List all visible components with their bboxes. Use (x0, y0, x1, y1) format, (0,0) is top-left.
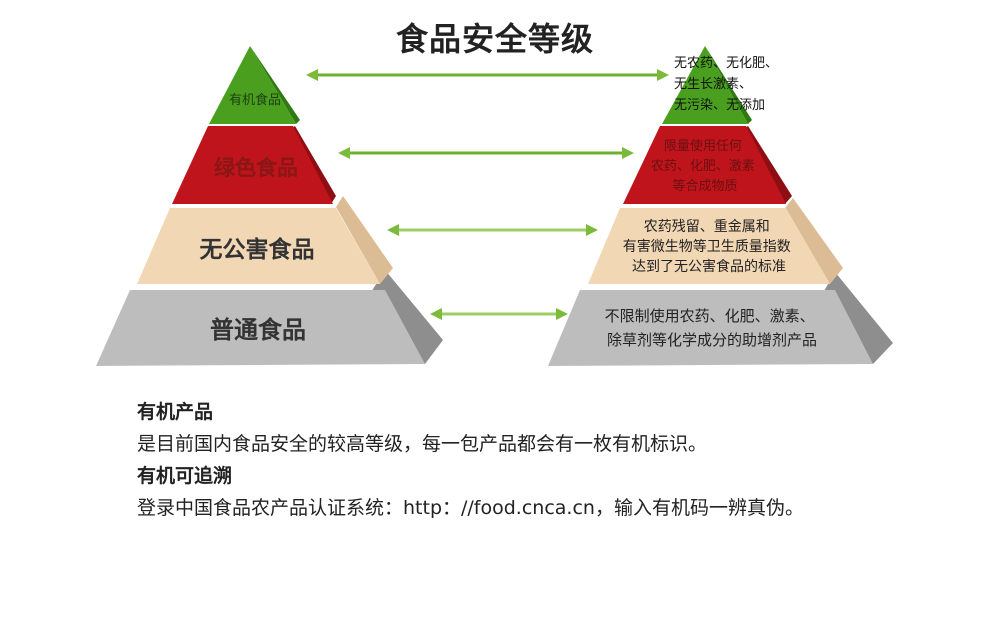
organic-product-heading: 有机产品 (137, 401, 214, 423)
organic-product-text: 是目前国内食品安全的较高等级，每一包产品都会有一枚有机标识。 (137, 433, 708, 455)
left-level-ordinary: 普通食品 (96, 270, 443, 366)
left-level-green: 绿色食品 (172, 126, 336, 204)
right-text-pollution-free-line: 农药残留、重金属和 (644, 219, 770, 235)
right-text-organic-line: 无农药、无化肥、 (674, 56, 778, 71)
right-level-organic: 无农药、无化肥、 无生长激素、 无污染、无添加 (662, 46, 782, 124)
connector-arrows (306, 69, 669, 320)
right-text-organic: 无农药、无化肥、 无生长激素、 无污染、无添加 (674, 56, 782, 113)
right-text-organic-line: 无生长激素、 (674, 77, 752, 92)
left-label-green: 绿色食品 (214, 156, 298, 180)
page-title: 食品安全等级 (395, 20, 594, 58)
left-level-pollution-free: 无公害食品 (137, 196, 393, 284)
right-text-ordinary-line: 不限制使用农药、化肥、激素、 (605, 307, 815, 325)
right-text-green-line: 等合成物质 (672, 178, 737, 194)
right-text-pollution-free: 农药残留、重金属和 有害微生物等卫生质量指数 达到了无公害食品的标准 (623, 219, 795, 275)
right-text-organic-line: 无污染、无添加 (674, 98, 765, 113)
left-pyramid: 普通食品 无公害食品 绿色食品 有机食品 (96, 46, 443, 366)
right-pyramid: 不限制使用农药、化肥、激素、 除草剂等化学成分的助增剂产品 农药残留、重金属和 … (548, 46, 893, 366)
traceability-heading: 有机可追溯 (137, 465, 233, 487)
right-text-green-line: 农药、化肥、激素 (651, 159, 755, 174)
right-level-ordinary: 不限制使用农药、化肥、激素、 除草剂等化学成分的助增剂产品 (548, 272, 893, 366)
right-level-pollution-free: 农药残留、重金属和 有害微生物等卫生质量指数 达到了无公害食品的标准 (588, 198, 843, 284)
left-level-organic: 有机食品 (209, 46, 300, 124)
right-level-green: 限量使用任何 农药、化肥、激素 等合成物质 (623, 126, 792, 204)
right-text-pollution-free-line: 有害微生物等卫生质量指数 (623, 238, 791, 255)
right-text-green-line: 限量使用任何 (664, 138, 742, 154)
traceability-text: 登录中国食品农产品认证系统：http：//food.cnca.cn，输入有机码一… (137, 497, 804, 519)
left-label-ordinary: 普通食品 (210, 316, 306, 344)
left-label-organic: 有机食品 (229, 92, 281, 108)
right-text-pollution-free-line: 达到了无公害食品的标准 (632, 258, 786, 275)
right-text-green: 限量使用任何 农药、化肥、激素 等合成物质 (651, 138, 759, 194)
left-label-pollution-free: 无公害食品 (200, 236, 315, 263)
right-text-ordinary-line: 除草剂等化学成分的助增剂产品 (607, 331, 817, 349)
right-text-ordinary: 不限制使用农药、化肥、激素、 除草剂等化学成分的助增剂产品 (605, 307, 820, 349)
description-block: 有机产品 是目前国内食品安全的较高等级，每一包产品都会有一枚有机标识。 有机可追… (137, 396, 804, 524)
